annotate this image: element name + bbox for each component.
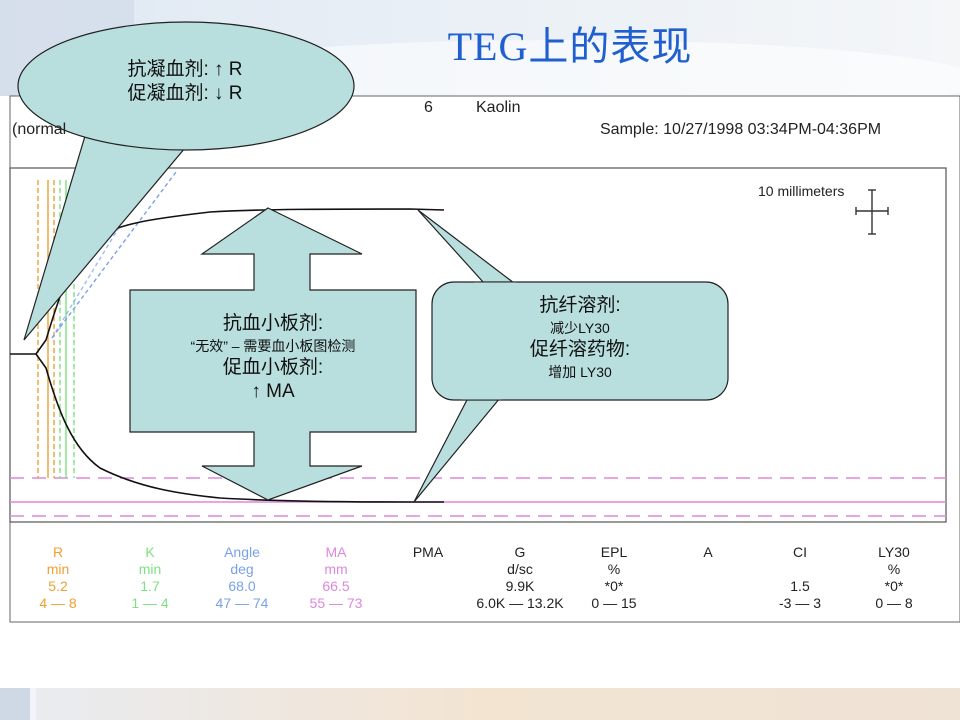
fibrinolysis-line-4: 增加 LY30 [548, 364, 612, 380]
anticoag-line-1: 抗凝血剂: ↑ R [127, 59, 243, 80]
param-value: 66.5 [322, 578, 350, 594]
param-unit: mm [324, 561, 348, 577]
param-unit: % [607, 561, 621, 577]
param-unit: % [887, 561, 901, 577]
param-range: 0 — 8 [875, 595, 913, 611]
header-activator: Kaolin [476, 99, 521, 116]
param-name: Angle [224, 544, 260, 560]
param-pma: PMA [383, 544, 473, 612]
param-unit [663, 561, 753, 578]
anticoag-line-2: 促凝血剂: ↓ R [127, 83, 243, 104]
param-range: 1 — 4 [131, 595, 169, 611]
param-range: 55 — 73 [309, 595, 363, 611]
param-a: A [663, 544, 753, 612]
param-value: 9.9K [505, 578, 535, 594]
platelet-line-4: ↑ MA [251, 381, 295, 402]
param-value: 1.7 [140, 578, 160, 594]
param-value [663, 578, 753, 595]
fibrinolysis-callout-text: 抗纤溶剂: 减少LY30 促纤溶药物: 增加 LY30 [432, 294, 728, 382]
anticoag-callout [17, 21, 355, 151]
param-value [383, 578, 473, 595]
param-range [383, 595, 473, 612]
teg-trace-lower [35, 353, 444, 503]
fibrinolysis-line-3: 促纤溶药物: [529, 339, 631, 360]
param-unit: d/sc [507, 561, 533, 577]
param-unit [383, 561, 473, 578]
param-epl: EPL%*0*0 — 15 [569, 544, 659, 612]
param-unit [755, 561, 845, 578]
scale-marker [855, 189, 889, 235]
platelet-line-2: “无效” – 需要血小板图检测 [190, 338, 356, 354]
param-value: *0* [604, 578, 624, 594]
param-range: 0 — 15 [591, 595, 637, 611]
param-range: -3 — 3 [778, 595, 821, 611]
param-ci: CI 1.5-3 — 3 [755, 544, 845, 612]
param-ly30: LY30%*0*0 — 8 [849, 544, 939, 612]
param-range: 4 — 8 [39, 595, 77, 611]
param-range [663, 595, 753, 612]
sample-timestamp: Sample: 10/27/1998 03:34PM-04:36PM [600, 121, 882, 138]
param-name: PMA [412, 544, 444, 560]
param-range: 6.0K — 13.2K [476, 595, 564, 611]
param-name: EPL [600, 544, 628, 560]
platelet-callout-arrow [129, 207, 417, 501]
param-unit: min [138, 561, 162, 577]
param-range: 47 — 74 [215, 595, 269, 611]
param-value: 1.5 [790, 578, 810, 594]
param-name: G [514, 544, 526, 560]
param-value: *0* [884, 578, 904, 594]
param-name: LY30 [878, 544, 910, 560]
param-value: 5.2 [48, 578, 68, 594]
param-name: CI [793, 544, 807, 560]
platelet-line-3: 促血小板剂: [222, 357, 324, 378]
param-name: K [145, 544, 155, 560]
param-name: R [52, 544, 64, 560]
plot-frame [9, 167, 947, 523]
param-unit: deg [230, 561, 254, 577]
param-unit: min [46, 561, 70, 577]
param-name: MA [325, 544, 347, 560]
platelet-callout-text: 抗血小板剂: “无效” – 需要血小板图检测 促血小板剂: ↑ MA [130, 312, 416, 404]
anticoag-callout-text: 抗凝血剂: ↑ R 促凝血剂: ↓ R [60, 58, 310, 106]
fibrinolysis-line-1: 抗纤溶剂: [539, 295, 621, 316]
header-count: 6 [424, 99, 433, 116]
platelet-line-1: 抗血小板剂: [222, 313, 324, 334]
param-value: 68.0 [228, 578, 256, 594]
param-name: A [703, 544, 713, 560]
fibrinolysis-callout [431, 281, 729, 401]
slide-title: TEG上的表现 [447, 24, 693, 69]
header-normal-label: (normal [12, 121, 67, 138]
fibrinolysis-line-2: 减少LY30 [550, 320, 610, 336]
scale-label: 10 millimeters [758, 183, 845, 199]
